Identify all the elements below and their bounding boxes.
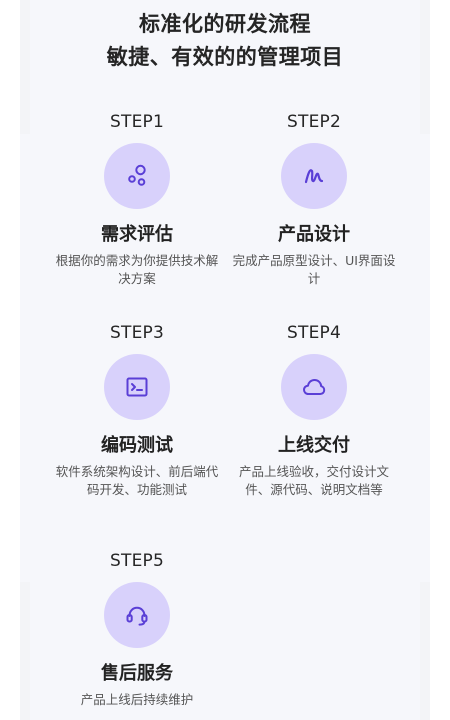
step-card-1: STEP1 需求评估 根据你的需求为你提供技术解决方案 [48, 112, 226, 288]
panel-edge-left-top [20, 0, 30, 134]
process-panel [20, 0, 430, 720]
section-title: 标准化的研发流程 [139, 12, 311, 36]
step-description: 完成产品原型设计、UI界面设计 [232, 253, 396, 286]
step-title: 编码测试 [101, 435, 173, 456]
step-icon-circle [281, 143, 347, 209]
step-card-5: STEP5 售后服务 产品上线后持续维护 [48, 551, 226, 709]
cloud-icon [303, 379, 326, 395]
step-description: 根据你的需求为你提供技术解决方案 [55, 253, 219, 286]
step-title: 产品设计 [278, 224, 350, 245]
step-description: 产品上线验收，交付设计文件、源代码、说明文档等 [238, 464, 389, 497]
panel-edge-left-bottom [20, 582, 30, 720]
step-icon-circle [104, 582, 170, 648]
section-header: 标准化的研发流程 敏捷、有效的的管理项目 [0, 8, 450, 74]
step-icon-circle [104, 354, 170, 420]
step-title: 上线交付 [278, 435, 350, 456]
panel-edge-right-top [420, 0, 430, 134]
step-label: STEP4 [287, 323, 341, 343]
step-label: STEP1 [110, 112, 164, 132]
step-label: STEP5 [110, 551, 164, 571]
headset-icon [126, 606, 148, 626]
section-subtitle: 敏捷、有效的的管理项目 [106, 45, 344, 69]
step-description: 产品上线后持续维护 [80, 692, 194, 707]
step-card-2: STEP2 产品设计 完成产品原型设计、UI界面设计 [225, 112, 403, 288]
step-title: 需求评估 [101, 224, 173, 245]
step-description: 软件系统架构设计、前后端代码开发、功能测试 [55, 464, 219, 497]
step-icon-circle [104, 143, 170, 209]
step-label: STEP2 [287, 112, 341, 132]
bubbles-icon [128, 164, 146, 186]
step-title: 售后服务 [101, 663, 173, 684]
step-icon-circle [281, 354, 347, 420]
pen-curve-icon [304, 169, 324, 184]
step-card-3: STEP3 编码测试 软件系统架构设计、前后端代码开发、功能测试 [48, 323, 226, 499]
step-card-4: STEP4 上线交付 产品上线验收，交付设计文件、源代码、说明文档等 [225, 323, 403, 499]
panel-edge-right-bottom [420, 582, 430, 720]
left-margin [0, 0, 20, 720]
step-label: STEP3 [110, 323, 164, 343]
right-margin [430, 0, 450, 720]
terminal-icon [126, 377, 148, 397]
